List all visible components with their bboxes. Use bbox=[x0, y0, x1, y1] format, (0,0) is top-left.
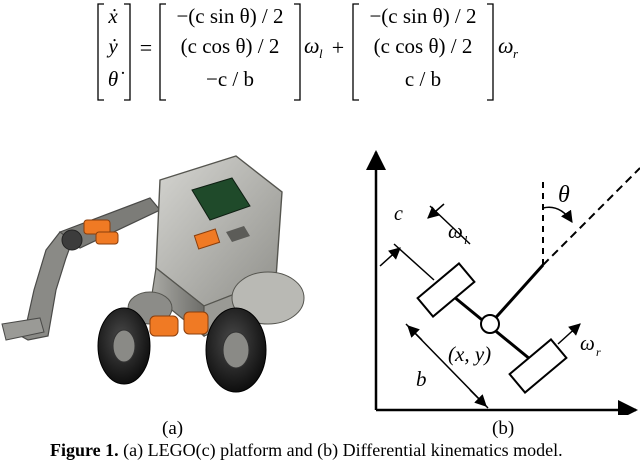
figure-caption: Figure 1. (a) LEGO(c) platform and (b) D… bbox=[50, 439, 640, 461]
theta-label: θ bbox=[558, 182, 570, 208]
c-label: c bbox=[394, 203, 403, 225]
figure-a-label: (a) bbox=[162, 418, 184, 439]
axle-orange-2 bbox=[183, 311, 209, 335]
left-matrix-row-1: −(c sin θ) / 2 bbox=[176, 4, 283, 28]
right-wheel-rect bbox=[508, 338, 568, 394]
right-motor bbox=[231, 271, 305, 325]
right-matrix-row-1: −(c sin θ) / 2 bbox=[369, 4, 476, 28]
lhs-bracket-right bbox=[124, 3, 131, 101]
heading-body-line bbox=[488, 263, 545, 326]
b-label: b bbox=[416, 367, 427, 391]
caption-text: (a) LEGO(c) platform and (b) Differentia… bbox=[123, 440, 563, 460]
omega-left-sub: l bbox=[319, 46, 323, 61]
plus-sign: + bbox=[332, 35, 344, 60]
kinematics-equation: ẋ ẏ θ̇ = −(c sin θ) / 2 (c cos θ) / 2 −c… bbox=[97, 3, 519, 101]
left-matrix-row-3: −c / b bbox=[206, 67, 254, 91]
lhs-y-dot: ẏ bbox=[106, 34, 118, 58]
omega-r-label: ω bbox=[580, 331, 595, 355]
arm-orange-connector-2 bbox=[95, 231, 119, 245]
right-matrix-row-3: c / b bbox=[405, 67, 441, 91]
left-matrix-bracket-right bbox=[294, 3, 301, 101]
c-arrow-left bbox=[379, 247, 401, 267]
center-coordinates-label: (x, y) bbox=[448, 342, 491, 366]
left-wheel-rect bbox=[416, 262, 476, 318]
front-wheel-hub bbox=[222, 331, 250, 369]
heading-dashed-line bbox=[542, 167, 640, 266]
lhs-bracket-left bbox=[97, 3, 104, 101]
b-arrow-bottom bbox=[469, 389, 487, 407]
rear-wheel-hub bbox=[112, 329, 136, 363]
nxt-grey-button bbox=[226, 226, 250, 242]
skid-foot bbox=[1, 317, 45, 341]
lhs-theta-dot: θ̇ bbox=[108, 67, 124, 91]
nxt-screen bbox=[191, 177, 251, 221]
c-arrow-right bbox=[427, 203, 445, 219]
omega-l-label: ω bbox=[448, 219, 463, 243]
figure-b-label: (b) bbox=[492, 418, 515, 439]
left-matrix-row-2: (c cos θ) / 2 bbox=[181, 34, 280, 58]
omega-right-sub: r bbox=[513, 46, 519, 61]
right-matrix-row-2: (c cos θ) / 2 bbox=[374, 34, 473, 58]
theta-arc bbox=[542, 206, 573, 223]
lhs-x-dot: ẋ bbox=[107, 4, 118, 28]
omega-r-arrow bbox=[557, 323, 581, 345]
omega-left: ω bbox=[304, 33, 320, 58]
omega-right: ω bbox=[498, 33, 514, 58]
omega-l-sub: l bbox=[464, 233, 468, 247]
axle-orange-1 bbox=[149, 315, 179, 337]
arm-gear bbox=[61, 229, 83, 251]
kinematics-diagram: θ c ω l ω r (x, y) b bbox=[366, 150, 640, 415]
center-point bbox=[480, 314, 500, 334]
caption-label: Figure 1. bbox=[50, 440, 119, 460]
equals-sign: = bbox=[140, 35, 152, 60]
lego-robot-image bbox=[1, 155, 305, 393]
omega-r-sub: r bbox=[596, 345, 601, 359]
right-matrix-bracket-right bbox=[487, 3, 494, 101]
left-matrix-bracket-left bbox=[159, 3, 166, 101]
b-arrow-top bbox=[407, 325, 423, 341]
nxt-orange-button bbox=[193, 228, 221, 250]
c-extension-line bbox=[393, 243, 435, 281]
right-matrix-bracket-left bbox=[352, 3, 359, 101]
